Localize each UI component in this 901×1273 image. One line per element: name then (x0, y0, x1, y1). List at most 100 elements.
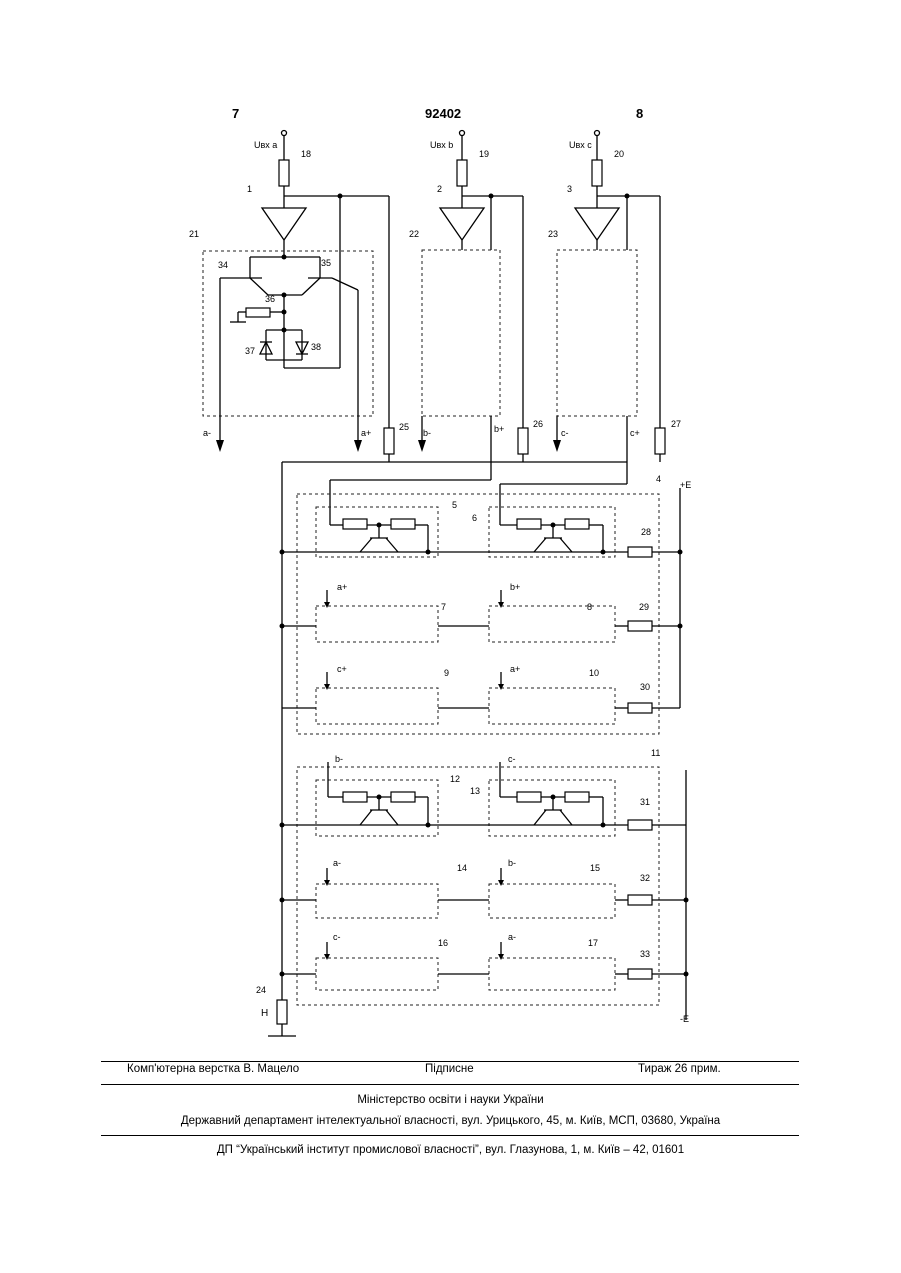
resistor-27 (655, 428, 665, 454)
ref-20: 20 (614, 149, 624, 159)
ref-4: 4 (656, 474, 661, 484)
bus-label-b-minus: b- (423, 428, 431, 438)
resistor-25 (384, 428, 394, 454)
ref-22: 22 (409, 229, 419, 239)
ref-25: 25 (399, 422, 409, 432)
ref-6: 6 (472, 513, 477, 523)
signed-label: Підписне (425, 1063, 474, 1075)
ref-2: 2 (437, 184, 442, 194)
block-4 (297, 494, 659, 734)
block-23 (557, 250, 637, 416)
ref-10: 10 (589, 668, 599, 678)
ref-37: 37 (245, 346, 255, 356)
ref-33: 33 (640, 949, 650, 959)
ref-21: 21 (189, 229, 199, 239)
institute-line: ДП “Український інститут промислової вла… (0, 1144, 901, 1156)
input-label-b: Uвх b (430, 140, 453, 150)
ref-15: 15 (590, 863, 600, 873)
ref-7: 7 (441, 602, 446, 612)
ministry-line: Міністерство освіти і науки України (0, 1094, 901, 1106)
ref-29: 29 (639, 602, 649, 612)
signal-label-8: b+ (510, 582, 520, 592)
signal-label-9: с+ (337, 664, 347, 674)
ref-16: 16 (438, 938, 448, 948)
ref-34: 34 (218, 260, 228, 270)
load-24 (268, 1000, 296, 1036)
ref-9: 9 (444, 668, 449, 678)
bus-label-b-plus: b+ (494, 424, 504, 434)
bus-label-a-minus: a- (203, 428, 211, 438)
bus-label-a-plus: a+ (361, 428, 371, 438)
footer-rule-middle (101, 1084, 799, 1085)
ref-1: 1 (247, 184, 252, 194)
signal-label-17: a- (508, 932, 516, 942)
signal-label-7: a+ (337, 582, 347, 592)
ref-36: 36 (265, 294, 275, 304)
signal-label-15: b- (508, 858, 516, 868)
footer-rule-top (101, 1061, 799, 1062)
ref-38: 38 (311, 342, 321, 352)
ref-11: 11 (651, 748, 660, 758)
signal-label-16: с- (333, 932, 341, 942)
ref-17: 17 (588, 938, 598, 948)
block-9 (316, 688, 438, 724)
block-11 (297, 767, 659, 1005)
resistor-20 (592, 160, 602, 186)
resistor-29 (628, 621, 652, 631)
ref-30: 30 (640, 682, 650, 692)
block-7 (316, 606, 438, 642)
ref-32: 32 (640, 873, 650, 883)
ref-13: 13 (470, 786, 480, 796)
load-label: Н (261, 1008, 268, 1019)
power-plus-label: +E (680, 480, 691, 490)
amplifier-3 (575, 208, 619, 240)
amplifier-1 (262, 208, 306, 240)
layout-credit: Комп'ютерна верстка В. Мацело (127, 1063, 299, 1075)
block-5 (316, 507, 438, 557)
input-channel-b (418, 131, 528, 463)
ref-28: 28 (641, 527, 651, 537)
circulation-label: Тираж 26 прим. (638, 1063, 721, 1075)
resistor-31 (628, 820, 652, 830)
block-8 (489, 606, 615, 642)
block-6 (489, 507, 615, 557)
ref-19: 19 (479, 149, 489, 159)
footer-rule-bottom (101, 1135, 799, 1136)
input-channel-c (553, 131, 665, 463)
block-22 (422, 250, 500, 416)
ref-8: 8 (587, 602, 592, 612)
bus-label-c-minus: с- (561, 428, 569, 438)
amplifier-2 (440, 208, 484, 240)
block-14 (316, 884, 438, 918)
resistor-32 (628, 895, 652, 905)
block-15 (489, 884, 615, 918)
ref-27: 27 (671, 419, 681, 429)
signal-label-14: a- (333, 858, 341, 868)
ref-18: 18 (301, 149, 311, 159)
resistor-19 (457, 160, 467, 186)
ref-35: 35 (321, 258, 331, 268)
resistor-30 (628, 703, 652, 713)
ref-23: 23 (548, 229, 558, 239)
department-line: Державний департамент інтелектуальної вл… (0, 1115, 901, 1127)
ref-14: 14 (457, 863, 467, 873)
bus-wiring (282, 462, 686, 1020)
input-channel-a (203, 131, 394, 463)
resistor-18 (279, 160, 289, 186)
input-label-a: Uвх a (254, 140, 277, 150)
bus-label-c-plus: с+ (630, 428, 640, 438)
ref-3: 3 (567, 184, 572, 194)
ref-31: 31 (640, 797, 650, 807)
ref-12: 12 (450, 774, 460, 784)
circuit-schematic: Uвх a Uвх b Uвх с a- a+ b- b+ с- с+ a+ b… (0, 0, 901, 1060)
signal-label-10: a+ (510, 664, 520, 674)
input-label-c: Uвх с (569, 140, 592, 150)
ref-26: 26 (533, 419, 543, 429)
ref-5: 5 (452, 500, 457, 510)
ref-24: 24 (256, 985, 266, 995)
block-17 (489, 958, 615, 990)
signal-label-13: c- (508, 754, 516, 764)
resistor-26 (518, 428, 528, 454)
resistor-33 (628, 969, 652, 979)
block-21 (203, 251, 373, 416)
